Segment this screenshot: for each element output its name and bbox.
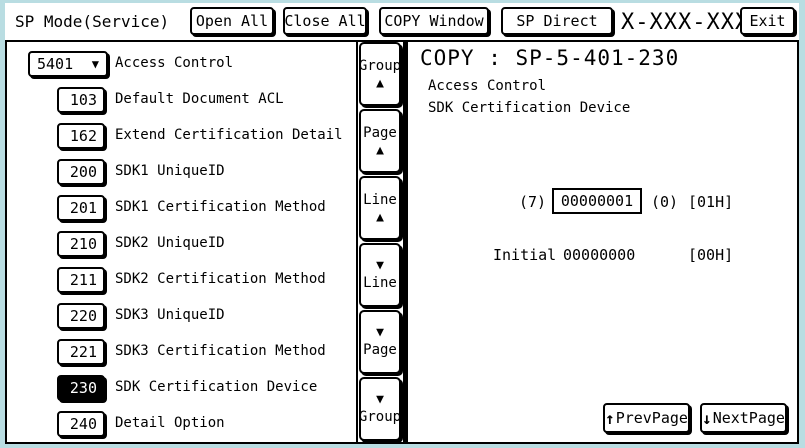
initial-label: Initial — [493, 246, 557, 264]
down-triangle-icon: ▼ — [376, 258, 384, 273]
line-up-label: Line — [363, 192, 397, 208]
page-down-button[interactable]: ▼ Page — [359, 310, 401, 374]
value-max-bound: (7) — [519, 193, 547, 211]
sp-detail-title: COPY : SP-5-401-230 — [420, 46, 680, 70]
sp-item-label: SDK2 UniqueID — [115, 235, 225, 251]
up-arrow-icon: ↑ — [605, 408, 615, 428]
current-value-field[interactable]: 00000001 — [552, 188, 642, 214]
sp-item-label: SDK3 UniqueID — [115, 307, 225, 323]
up-triangle-icon: ▲ — [376, 76, 384, 91]
group-down-label: Group — [358, 409, 402, 425]
model-code: X-XXX-XXX — [621, 10, 750, 35]
initial-value: 00000000 — [563, 246, 636, 264]
copy-window-button[interactable]: COPY Window — [379, 7, 489, 35]
down-arrow-icon: ↓ — [702, 408, 712, 428]
pane-divider — [403, 42, 408, 442]
sp-item-label: SDK1 UniqueID — [115, 163, 225, 179]
value-min-bound: (0) — [651, 193, 679, 211]
sp-item-button-210[interactable]: 210 — [57, 231, 105, 257]
main-panel: 5401 ▼ Access Control 103 Default Docume… — [5, 40, 799, 444]
sp-item-button-200[interactable]: 200 — [57, 159, 105, 185]
sp-item-label: SDK Certification Device — [115, 379, 318, 395]
close-all-button[interactable]: Close All — [283, 7, 367, 35]
page-down-label: Page — [363, 342, 397, 358]
sp-item-button-211[interactable]: 211 — [57, 267, 105, 293]
sp-item-label: Extend Certification Detail — [115, 127, 343, 143]
down-triangle-icon: ▼ — [376, 392, 384, 407]
sp-item-label: SDK2 Certification Method — [115, 271, 326, 287]
sp-group-name: Access Control — [428, 78, 547, 94]
sp-item-button-103[interactable]: 103 — [57, 87, 105, 113]
dropdown-arrow-icon: ▼ — [91, 57, 99, 71]
sp-item-label: Detail Option — [115, 415, 225, 431]
title-bar: SP Mode(Service) Open All Close All COPY… — [5, 3, 799, 40]
sp-item-button-201[interactable]: 201 — [57, 195, 105, 221]
sp-item-button-162[interactable]: 162 — [57, 123, 105, 149]
group-up-button[interactable]: Group ▲ — [359, 42, 401, 106]
line-down-label: Line — [363, 275, 397, 291]
line-up-button[interactable]: Line ▲ — [359, 176, 401, 240]
up-triangle-icon: ▲ — [376, 210, 384, 225]
sp-item-label: SDK3 Certification Method — [115, 343, 326, 359]
page-up-button[interactable]: Page ▲ — [359, 109, 401, 173]
sp-group-button-5401[interactable]: 5401 ▼ — [28, 51, 108, 77]
up-triangle-icon: ▲ — [376, 143, 384, 158]
group-down-button[interactable]: ▼ Group — [359, 377, 401, 441]
current-value-hex: [01H] — [688, 193, 734, 211]
page-up-label: Page — [363, 125, 397, 141]
sp-item-label: Access Control — [115, 55, 234, 71]
sp-group-code: 5401 — [37, 55, 74, 73]
sp-item-name: SDK Certification Device — [428, 100, 631, 116]
sp-item-label: SDK1 Certification Method — [115, 199, 326, 215]
sp-direct-button[interactable]: SP Direct — [501, 7, 613, 35]
group-up-label: Group — [358, 58, 402, 74]
sp-item-button-220[interactable]: 220 — [57, 303, 105, 329]
open-all-button[interactable]: Open All — [190, 7, 274, 35]
initial-value-hex: [00H] — [688, 246, 734, 264]
app-title: SP Mode(Service) — [15, 12, 170, 31]
sp-item-button-240[interactable]: 240 — [57, 411, 105, 437]
sp-item-button-221[interactable]: 221 — [57, 339, 105, 365]
list-divider — [356, 42, 358, 442]
exit-button[interactable]: Exit — [740, 7, 795, 35]
next-page-label: NextPage — [712, 409, 785, 427]
sp-item-button-230[interactable]: 230 — [57, 375, 105, 401]
sp-item-label: Default Document ACL — [115, 91, 284, 107]
prev-page-label: PrevPage — [615, 409, 688, 427]
down-triangle-icon: ▼ — [376, 325, 384, 340]
line-down-button[interactable]: ▼ Line — [359, 243, 401, 307]
next-page-button[interactable]: ↓ NextPage — [700, 403, 787, 433]
prev-page-button[interactable]: ↑ PrevPage — [603, 403, 690, 433]
